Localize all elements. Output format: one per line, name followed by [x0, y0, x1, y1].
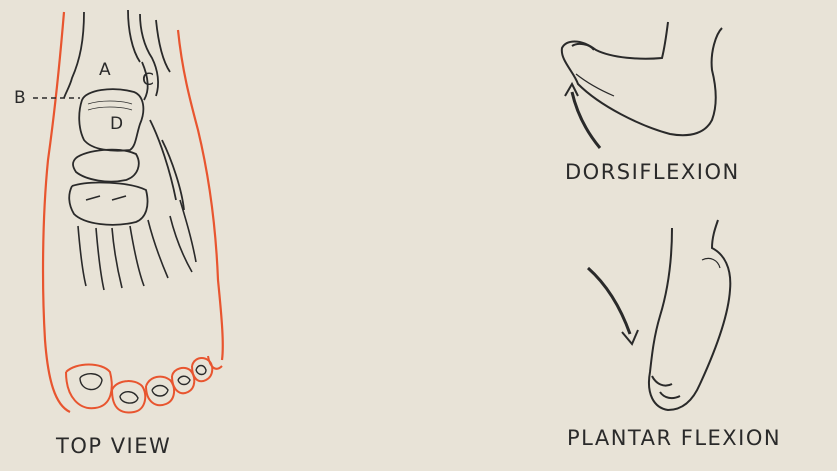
label-d: D	[110, 114, 123, 134]
foot-outline-red	[43, 12, 223, 412]
caption-plantar-flexion: PLANTAR FLEXION	[567, 426, 781, 450]
label-a: A	[99, 60, 111, 80]
label-c: C	[142, 70, 154, 90]
plantar-flexion-foot-drawing	[649, 220, 730, 410]
dorsiflexion-arrow	[572, 92, 600, 148]
label-b: B	[14, 88, 26, 108]
caption-top-view: TOP VIEW	[56, 434, 171, 458]
toes	[66, 356, 222, 412]
caption-dorsiflexion: DORSIFLEXION	[565, 160, 740, 184]
toenails	[80, 366, 206, 404]
leg-bones	[64, 10, 170, 100]
tarsal-bones	[69, 89, 184, 225]
plantar-flexion-arrow	[588, 268, 630, 334]
dorsiflexion-foot-drawing	[562, 22, 722, 135]
metatarsal-bones	[78, 196, 196, 290]
